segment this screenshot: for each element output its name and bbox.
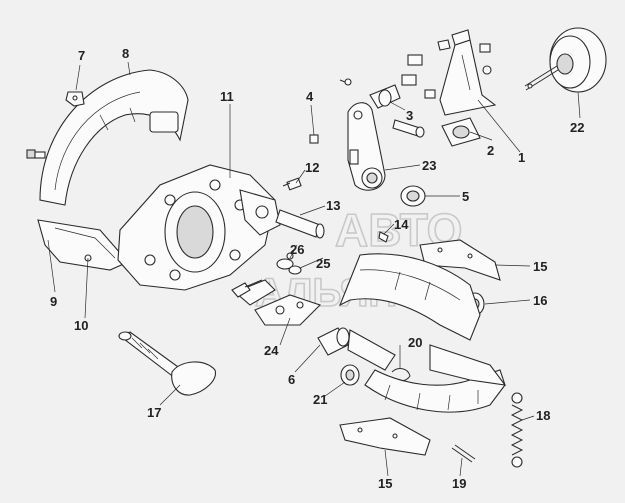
callout-17: 17 [147,405,161,420]
part-dust-shield-upper [39,69,189,206]
callout-22: 22 [570,120,584,135]
callout-9: 9 [50,294,57,309]
part-bolt-center [231,279,263,298]
callout-26: 26 [290,242,304,257]
callout-labels: 7 8 9 10 11 12 13 26 25 24 4 3 2 1 22 23… [50,46,584,491]
part-anchor-pin [275,209,325,239]
callout-25: 25 [316,256,330,271]
part-grease-fitting [309,134,319,144]
callout-7: 7 [78,48,85,63]
callout-24: 24 [264,343,279,358]
callout-16: 16 [533,293,547,308]
callout-11: 11 [220,89,234,104]
part-brake-shoe-upper [338,253,481,341]
callout-5: 5 [462,189,469,204]
callout-1: 1 [518,150,525,165]
callout-4: 4 [306,89,314,104]
callout-8: 8 [122,46,129,61]
callout-13: 13 [326,198,340,213]
part-roller-pin [317,327,350,356]
part-bushing-set [276,252,302,275]
part-dust-shield-lower [37,219,129,271]
callout-20: 20 [408,335,422,350]
part-s-cam-shaft [118,331,216,396]
callout-6: 6 [288,372,295,387]
callout-15-upper: 15 [533,259,547,274]
part-spring-pin [451,444,476,463]
part-washer [400,185,426,207]
callout-18: 18 [536,408,550,423]
callout-12: 12 [305,160,319,175]
callout-23: 23 [422,158,436,173]
part-lining-lower [339,417,431,456]
part-bolt-left [26,149,46,159]
part-roller [340,364,360,386]
callout-21: 21 [313,392,327,407]
part-return-spring [510,392,524,468]
part-brake-shoe-lower [364,344,507,413]
callout-14: 14 [394,217,409,232]
part-clip [65,91,85,107]
callout-15-lower: 15 [378,476,392,491]
part-shoe-web [347,329,396,371]
callout-10: 10 [74,318,88,333]
callout-2: 2 [487,143,494,158]
part-chamber-bracket [401,29,497,116]
leader-lines [47,61,581,477]
part-brake-spider [117,164,281,291]
part-brake-chamber [524,27,607,93]
callout-3: 3 [406,108,413,123]
part-lever-assembly [233,279,322,326]
callout-19: 19 [452,476,466,491]
part-slack-adjuster [347,102,386,191]
part-gasket-plate [441,117,481,147]
part-clevis [339,78,425,138]
part-small-pin [378,231,389,243]
